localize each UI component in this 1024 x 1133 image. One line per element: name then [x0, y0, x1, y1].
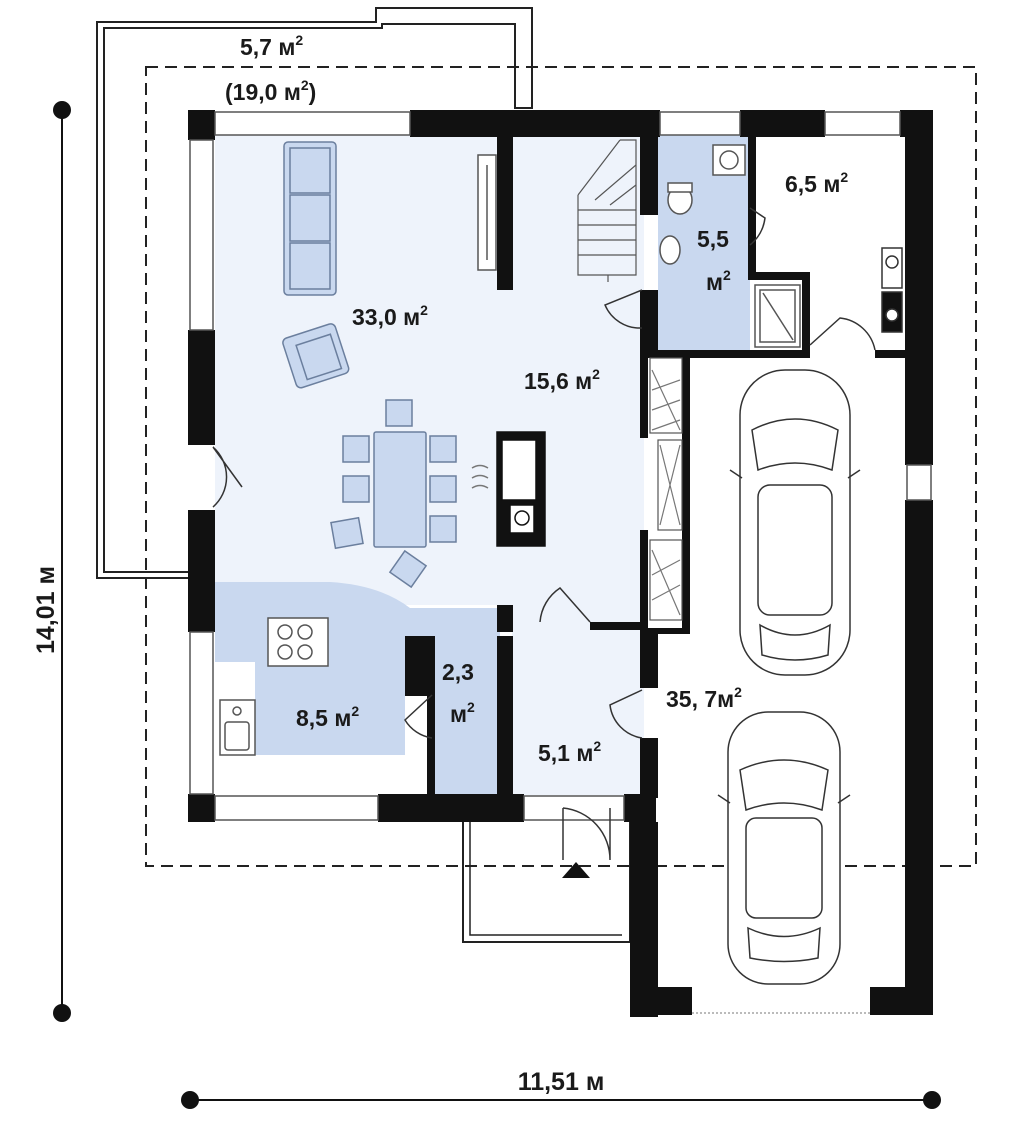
wall — [497, 135, 513, 290]
wall — [188, 510, 215, 632]
door-swing — [609, 689, 643, 739]
car-icon — [729, 369, 861, 676]
wall — [640, 530, 648, 630]
terrace-area-label: 5,7 м2 — [240, 32, 303, 60]
wall — [624, 794, 656, 822]
wall — [188, 330, 215, 445]
terrace-total-area-label: (19,0 м2) — [225, 77, 316, 105]
armchair-icon — [282, 323, 350, 389]
wall — [740, 110, 825, 137]
wall — [640, 358, 648, 438]
staircase — [577, 139, 637, 282]
window — [906, 464, 932, 501]
wall — [188, 794, 215, 822]
dining-table — [330, 399, 457, 589]
vestibule-area-label: 5,1 м2 — [538, 738, 601, 766]
bathroom-area-unit: м2 — [706, 267, 731, 295]
window — [214, 795, 379, 821]
wall — [748, 135, 756, 275]
door-swing — [809, 317, 876, 351]
door-swing — [749, 207, 766, 246]
pantry-area-label: 2,3 — [442, 659, 474, 685]
entrance-arrow-icon — [562, 862, 590, 878]
wall — [497, 636, 513, 794]
garage-area-label: 35, 7м2 — [666, 684, 742, 712]
car-icon — [717, 711, 851, 985]
walls — [188, 110, 933, 1017]
shower-icon — [754, 284, 801, 348]
wall — [802, 272, 810, 358]
window — [189, 139, 214, 331]
windows — [189, 111, 932, 821]
door-swing — [212, 446, 243, 508]
wall — [640, 738, 658, 798]
wall — [640, 628, 690, 634]
height-dimension — [53, 101, 71, 1022]
door-swing — [562, 807, 611, 861]
vestibule-floor — [512, 625, 644, 795]
porch-outline-inner — [469, 822, 622, 936]
boiler-room-area-label: 6,5 м2 — [785, 169, 848, 197]
wall — [410, 110, 660, 137]
wall — [427, 636, 435, 794]
wardrobes — [649, 357, 683, 621]
door-swing — [604, 289, 643, 329]
terrace-outline — [96, 7, 533, 579]
door-swing — [539, 587, 591, 623]
wall — [590, 622, 642, 630]
wall — [640, 290, 658, 350]
width-dimension-label: 11,51 м — [518, 1068, 605, 1096]
furniture — [219, 141, 903, 756]
wall — [905, 110, 933, 465]
hall-area-label: 15,6 м2 — [524, 366, 600, 394]
wall — [640, 628, 658, 688]
toilet-icon — [659, 144, 746, 265]
wall — [640, 135, 658, 215]
wall — [875, 350, 905, 358]
bathroom-area-label: 5,5 — [697, 226, 729, 252]
boiler-icon — [881, 247, 903, 333]
width-dimension — [181, 1091, 941, 1109]
window — [214, 111, 411, 136]
living-room-area-label: 33,0 м2 — [352, 302, 428, 330]
sofa-icon — [283, 141, 337, 296]
sink-icon — [219, 699, 256, 756]
wall — [905, 500, 933, 1015]
pantry-floor — [432, 636, 498, 794]
kitchen-area-label: 8,5 м2 — [296, 703, 359, 731]
stove-icon — [267, 617, 329, 667]
wall — [630, 987, 692, 1015]
wall — [640, 350, 810, 358]
wall — [682, 358, 690, 628]
porch-outline — [462, 822, 631, 943]
wall — [870, 987, 933, 1015]
pantry-area-unit: м2 — [450, 699, 475, 727]
wall — [497, 605, 513, 632]
door-swing — [404, 694, 433, 739]
wall — [405, 636, 427, 696]
window — [523, 795, 625, 821]
fireplace-icon — [471, 431, 546, 547]
window — [824, 111, 901, 136]
doors — [212, 207, 876, 861]
wall — [630, 822, 658, 1017]
height-dimension-label: 14,01 м — [32, 566, 60, 654]
window — [189, 631, 214, 795]
window — [659, 111, 741, 136]
wall — [188, 110, 215, 140]
roof-outline — [145, 66, 977, 867]
wall — [748, 272, 810, 280]
wall — [378, 794, 524, 822]
